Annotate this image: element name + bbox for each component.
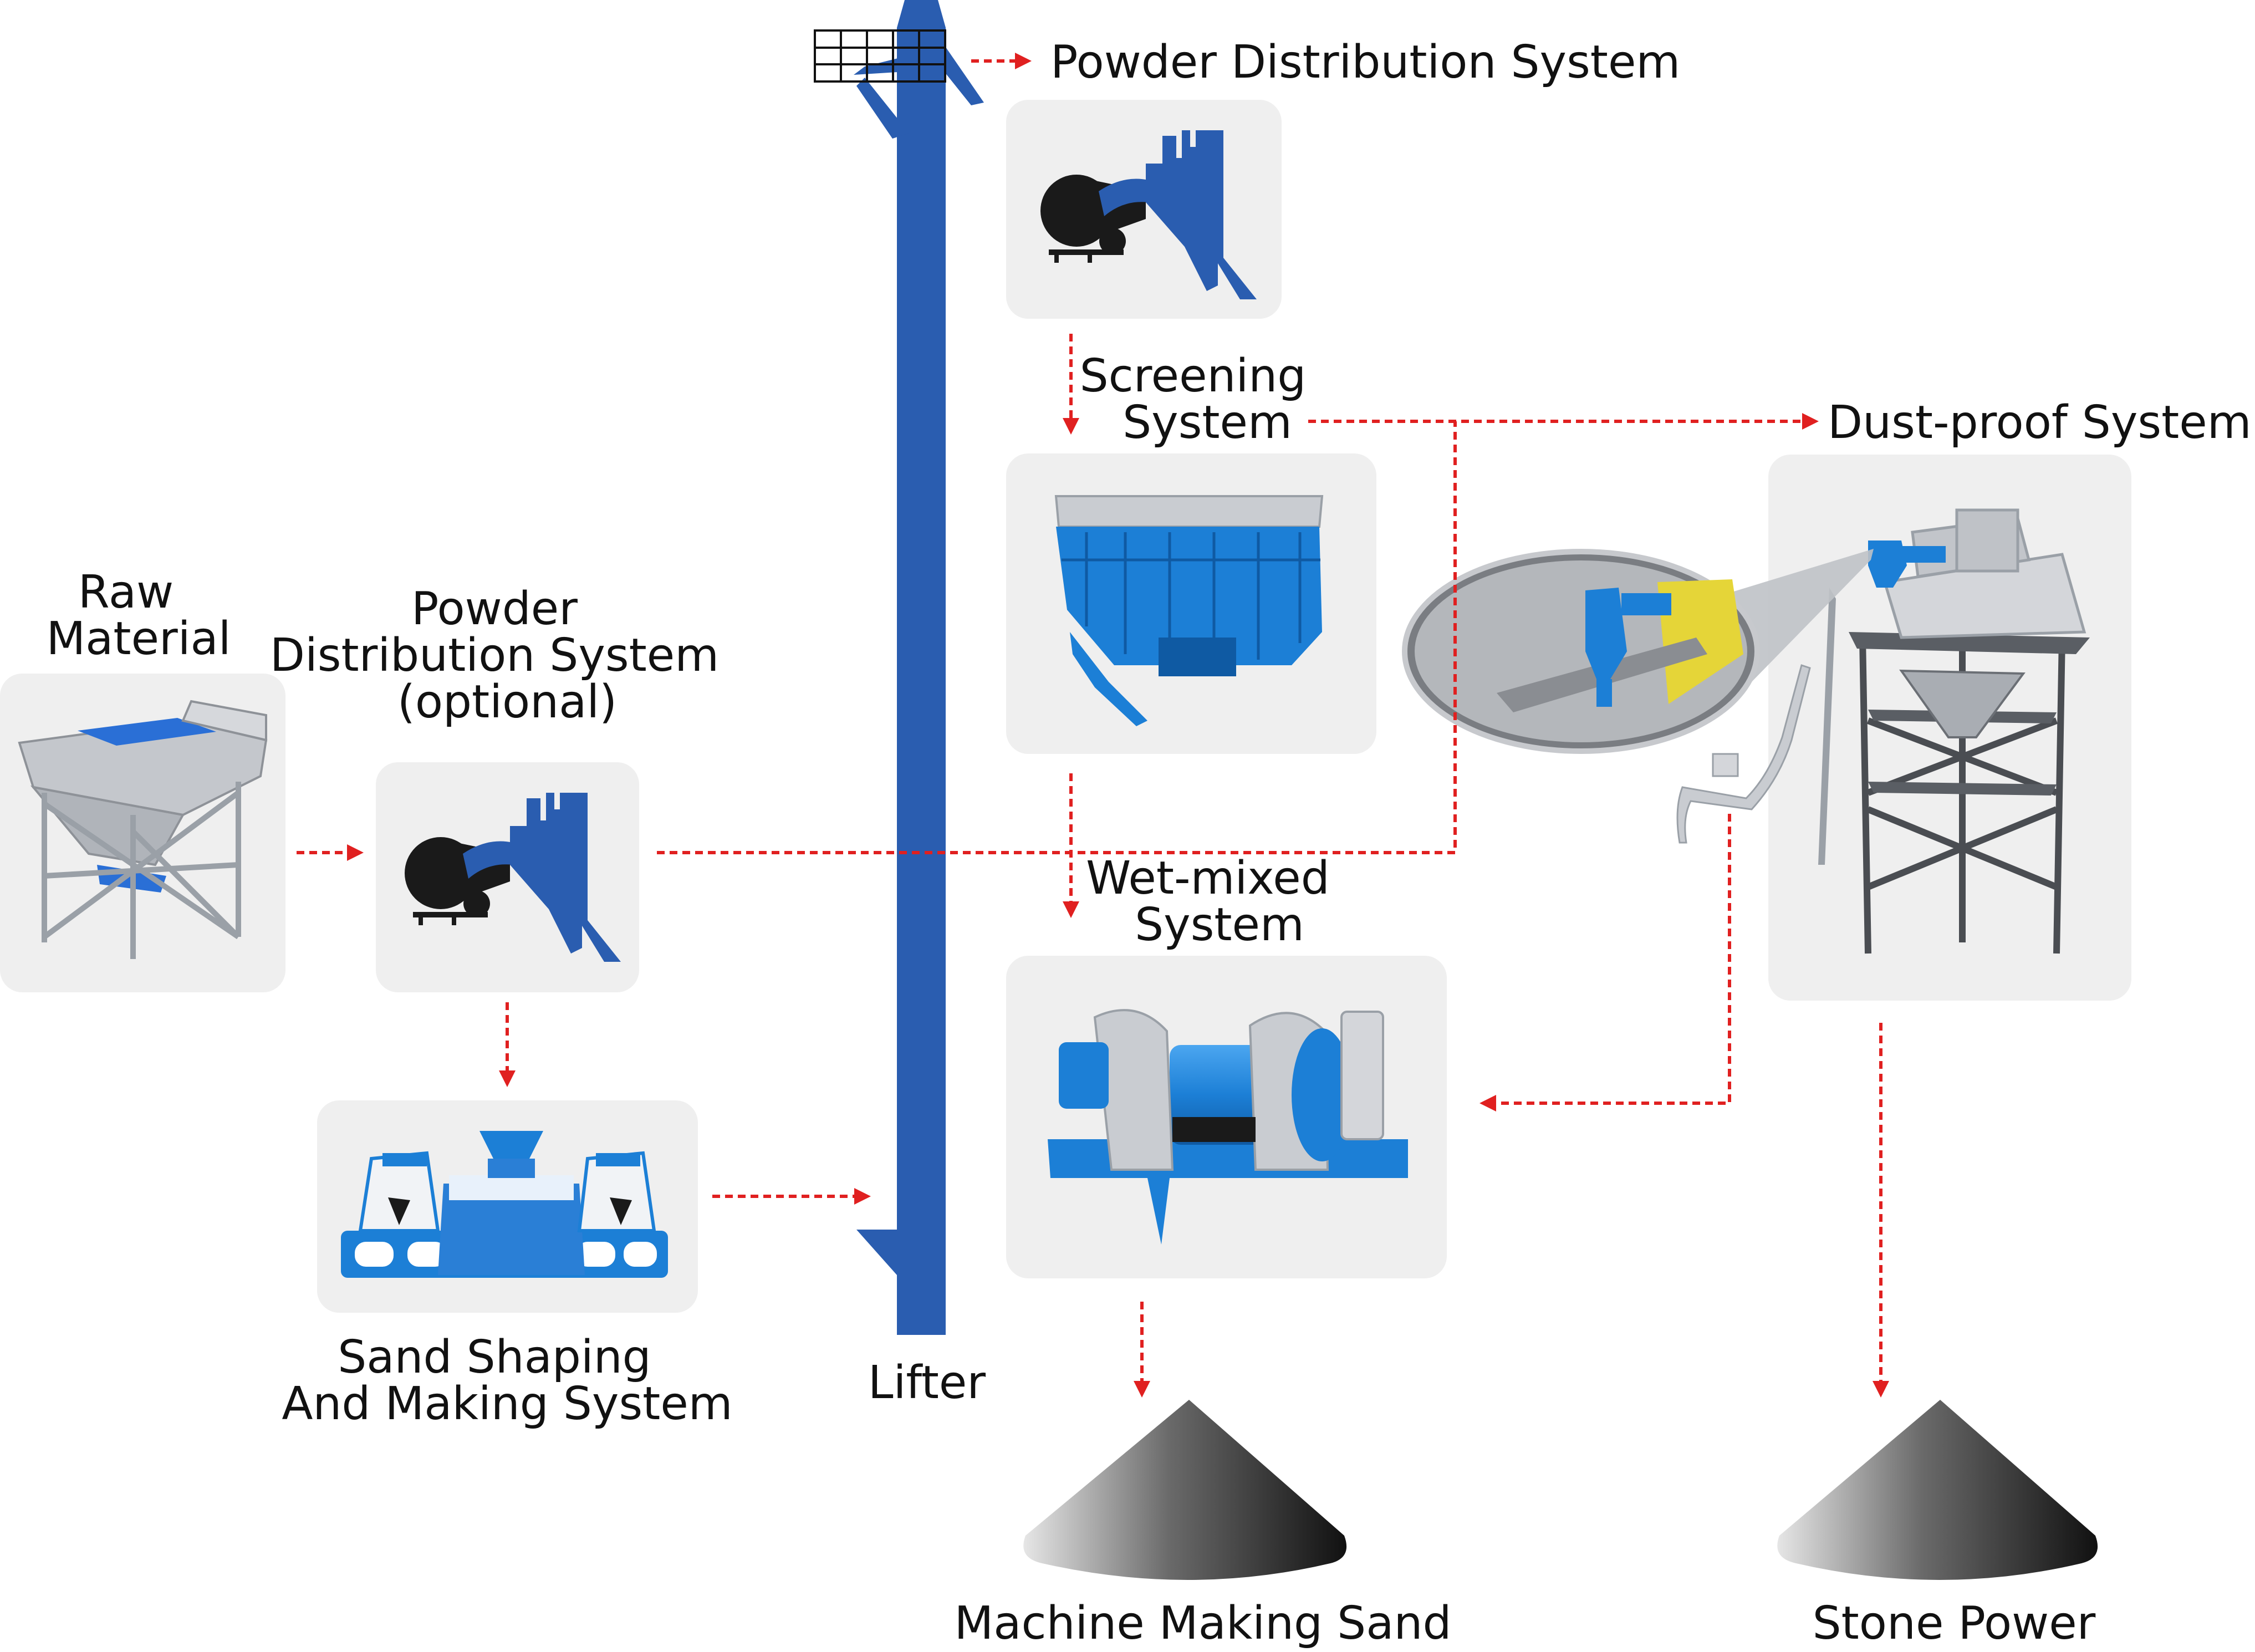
label-lifter: Lifter	[868, 1357, 986, 1409]
label-powder-distribution-optional: Powder Distribution System (optional)	[270, 583, 733, 728]
top-bin-grid	[814, 29, 946, 83]
label-sand-shaping: Sand Shaping And Making System	[282, 1331, 732, 1430]
raw-material-hopper-image	[18, 700, 268, 959]
label-wet-mixed: Wet-mixed System	[1086, 852, 1344, 951]
label-powder-distribution-top: Powder Distribution System	[1050, 36, 1680, 89]
sand-making-machine-image	[341, 1131, 668, 1278]
flow-arrows	[297, 53, 1889, 1398]
label-raw-material: Raw Material	[46, 566, 231, 665]
wet-mixing-machine-image	[1048, 1009, 1408, 1245]
dust-proof-structure-image	[1676, 508, 2090, 954]
stone-powder-pile	[1777, 1400, 2098, 1580]
screening-machine-image	[1054, 495, 1324, 726]
powder-distribution-top-icon	[1040, 130, 1257, 299]
powder-distribution-optional-icon	[405, 793, 621, 962]
arrow-dustproof-to-wetmixed	[1479, 814, 1731, 1111]
lifter-elevator	[854, 0, 984, 1335]
label-screening: Screening System	[1080, 350, 1321, 449]
label-dust-proof: Dust-proof System	[1828, 396, 2252, 449]
line-distribution-to-dustproof-branch	[657, 421, 1457, 854]
machine-made-sand-pile	[1023, 1400, 1347, 1580]
cyclone-zoom-callout	[1402, 549, 1874, 754]
label-machine-making-sand: Machine Making Sand	[955, 1597, 1452, 1650]
label-stone-power: Stone Power	[1813, 1597, 2096, 1650]
